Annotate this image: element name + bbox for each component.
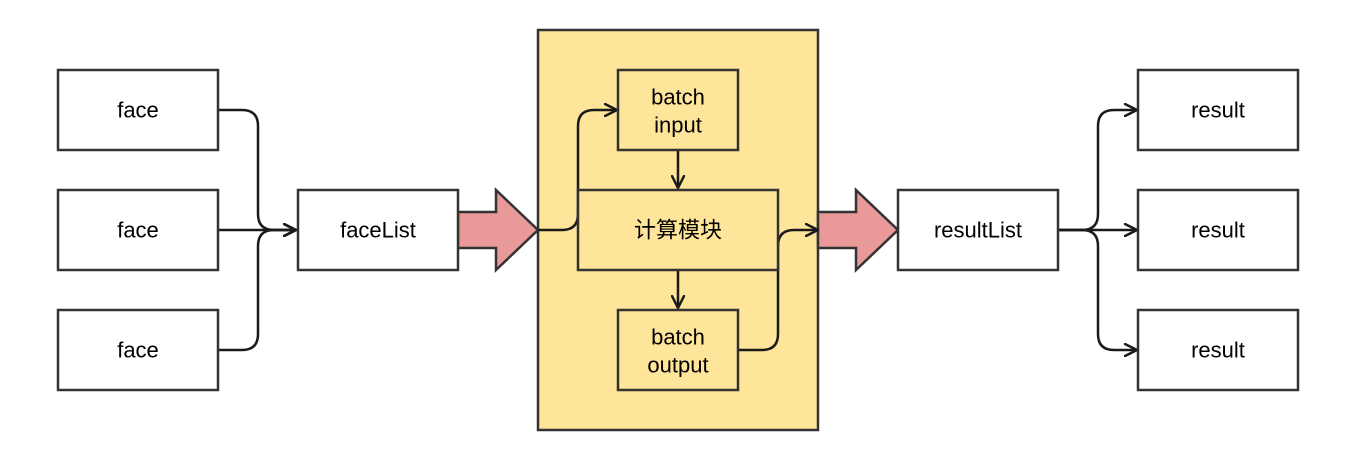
batch-input-label-line-1: batch [651, 85, 705, 110]
face-label-3: face [117, 338, 159, 363]
face-list-box: faceList [296, 188, 460, 272]
connector-result-3 [1058, 228, 1137, 350]
result-label-3: result [1191, 338, 1245, 363]
face-box-1: face [56, 68, 220, 152]
result-box-1: result [1136, 68, 1300, 152]
result-connectors [1058, 110, 1137, 350]
result-label-2: result [1191, 218, 1245, 243]
connector-result-1 [1058, 110, 1137, 232]
connector-batch-output-out [738, 230, 818, 352]
batch-output-label-line-1: batch [651, 325, 705, 350]
module-connectors [538, 110, 818, 352]
batch-output-box: batch output [616, 308, 740, 392]
big-arrow-out [816, 187, 900, 273]
connector-face-1 [218, 108, 296, 230]
connector-face-3 [218, 230, 296, 352]
compute-core-label: 计算模块 [634, 218, 722, 243]
face-connectors [218, 108, 296, 352]
batch-output-label-line-2: output [647, 353, 708, 378]
face-label-2: face [117, 218, 159, 243]
compute-core-box: 计算模块 [576, 188, 780, 272]
result-box-2: result [1136, 188, 1300, 272]
face-list-label: faceList [340, 218, 416, 243]
result-label-1: result [1191, 98, 1245, 123]
face-box-3: face [56, 308, 220, 392]
connector-to-batch-input [538, 110, 617, 232]
result-list-label: resultList [934, 218, 1022, 243]
face-box-2: face [56, 188, 220, 272]
batch-input-label-line-2: input [654, 113, 702, 138]
batch-input-box: batch input [616, 68, 740, 152]
result-box-3: result [1136, 308, 1300, 392]
big-arrow-in [456, 187, 540, 273]
face-label-1: face [117, 98, 159, 123]
result-list-box: resultList [896, 188, 1060, 272]
